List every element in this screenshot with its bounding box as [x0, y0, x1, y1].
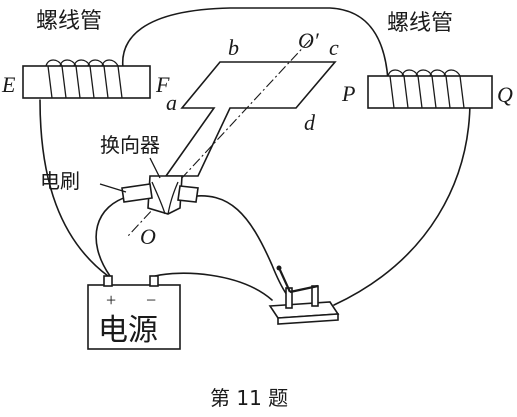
label-F: F — [155, 72, 170, 97]
figure-caption: 第 11 题 — [210, 386, 288, 410]
wire-brush-to-battery — [95, 195, 131, 277]
label-Q: Q — [497, 82, 513, 107]
left-solenoid-title: 螺线管 — [36, 9, 102, 34]
knife-switch — [268, 265, 340, 325]
battery-terminal-minus — [149, 275, 159, 287]
label-P: P — [341, 81, 355, 106]
right-solenoid-coils — [387, 69, 465, 109]
rotating-coil-plate — [164, 61, 337, 177]
label-axis-top: O′ — [298, 28, 320, 53]
battery-body — [87, 284, 181, 350]
label-a: a — [166, 90, 177, 115]
battery-terminal-plus — [103, 275, 113, 287]
brush-left — [121, 183, 153, 203]
battery-name: 电源 — [98, 313, 158, 348]
wire-top — [121, 7, 389, 81]
left-solenoid-body — [22, 65, 151, 99]
commutator — [147, 175, 183, 215]
wire-right-to-switch — [333, 99, 471, 306]
brush-right — [177, 185, 199, 203]
label-d: d — [304, 110, 316, 135]
label-axis-bottom: O — [140, 224, 156, 249]
label-c: c — [329, 35, 339, 60]
label-b: b — [228, 35, 239, 60]
wire-left-to-battery — [39, 99, 109, 277]
brush-label: 电刷 — [40, 169, 80, 193]
commutator-leader — [149, 157, 161, 179]
label-E: E — [1, 72, 16, 97]
wire-battery-to-switch — [154, 272, 273, 301]
right-solenoid-title: 螺线管 — [387, 11, 453, 36]
left-solenoid-coils — [45, 59, 123, 99]
brush-leader — [99, 183, 127, 193]
commutator-label: 换向器 — [100, 133, 160, 157]
battery-minus-sign: − — [146, 290, 156, 310]
battery-plus-sign: + — [106, 290, 116, 310]
wire-brush-to-switch — [187, 195, 288, 296]
right-solenoid-body — [367, 75, 493, 109]
